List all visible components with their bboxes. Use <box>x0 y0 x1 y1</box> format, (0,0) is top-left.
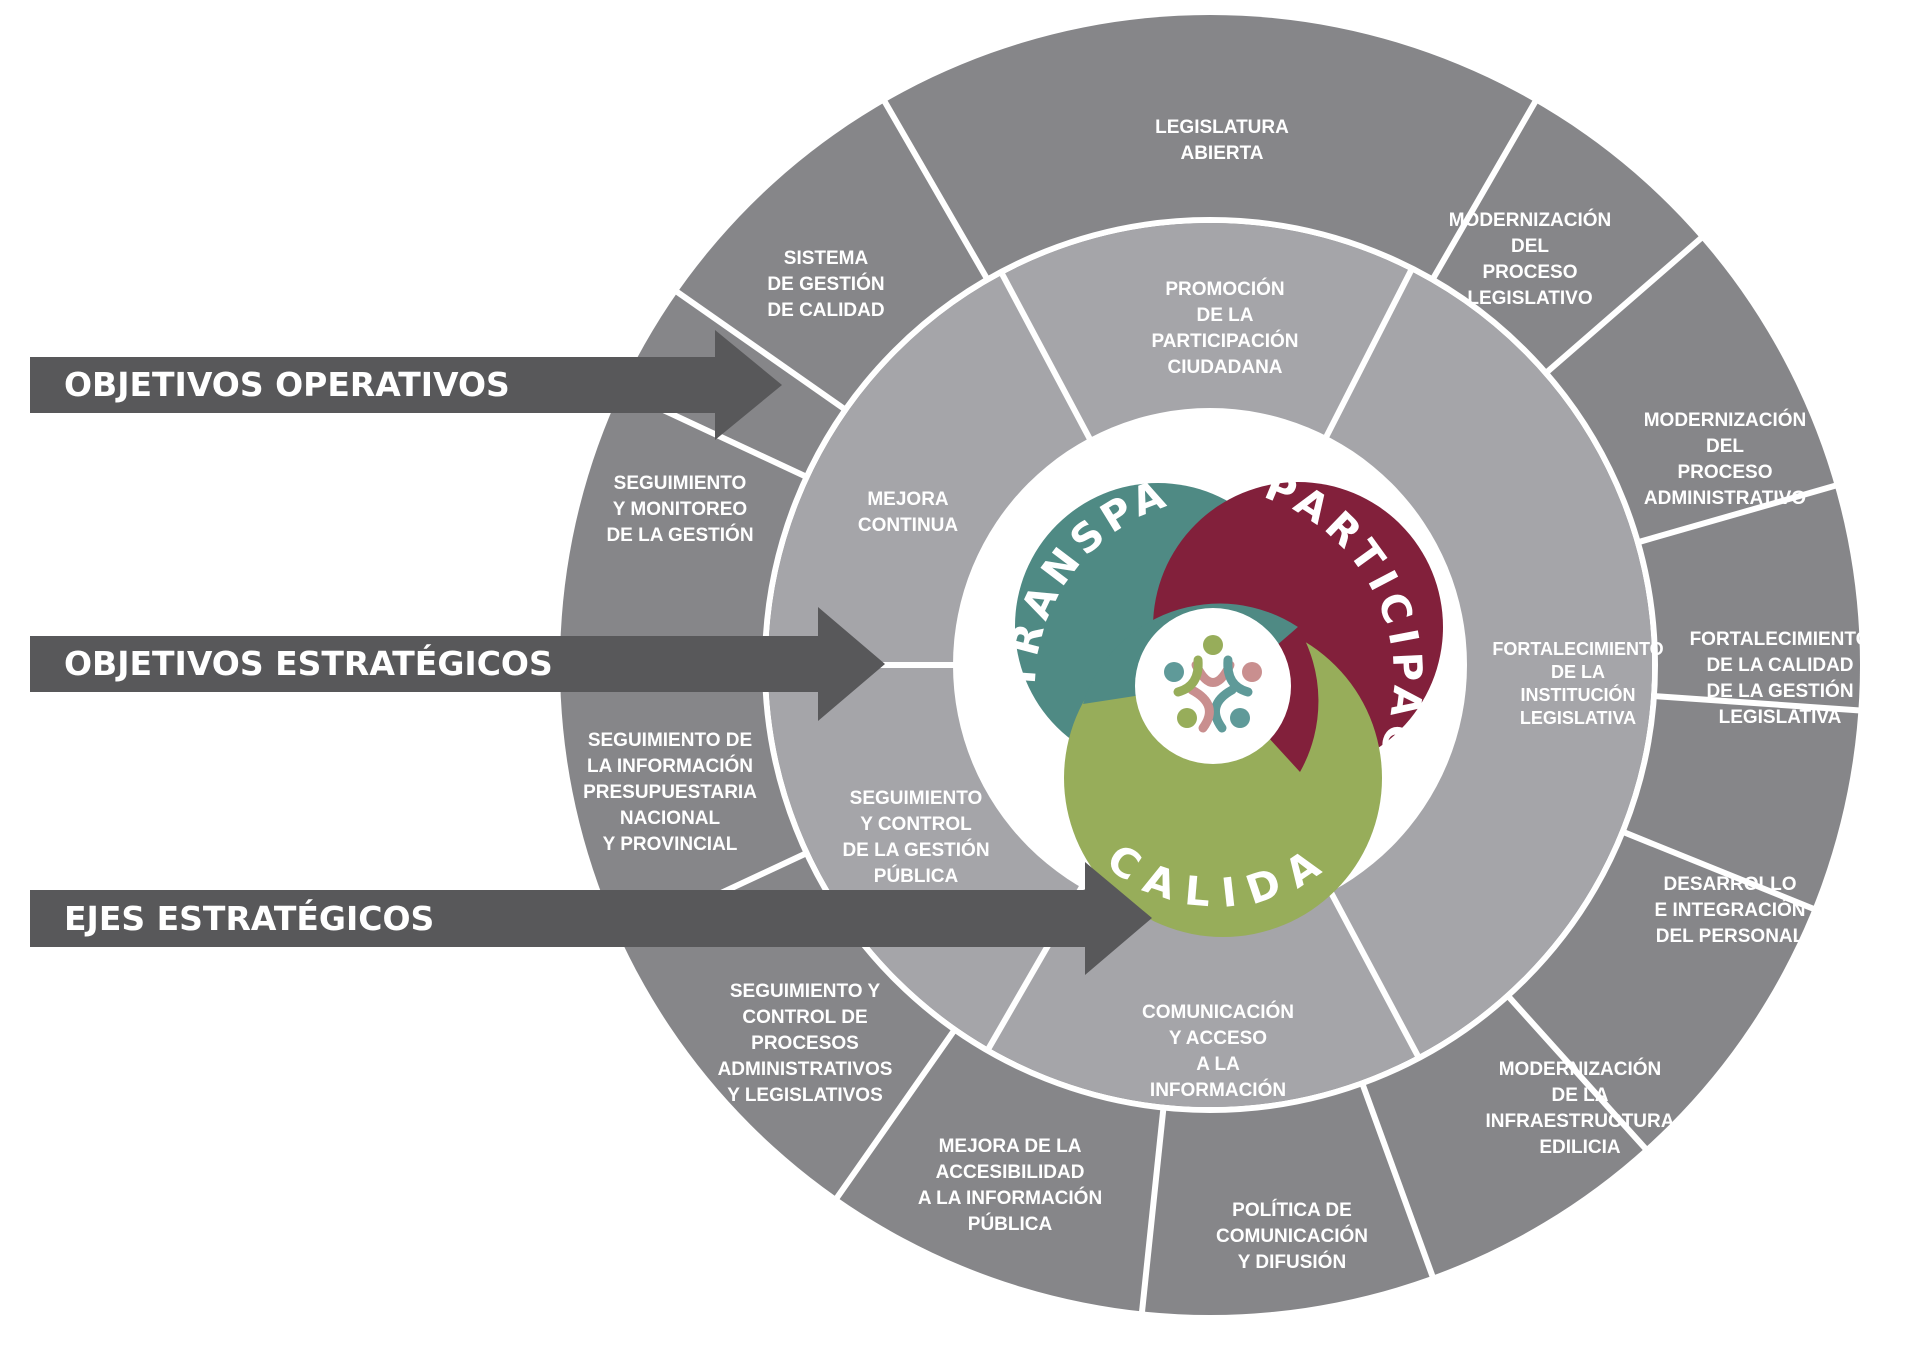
outer-ring-separator <box>1622 829 1816 913</box>
middle-ring-separator <box>1326 887 1423 1061</box>
outer-ring-separator <box>1138 1108 1167 1314</box>
arrow-objetivos-estrategicos-shape <box>30 607 885 721</box>
outer-ring-separator <box>1506 994 1649 1152</box>
outer-ring-separator <box>1544 234 1705 375</box>
arrow-objetivos-estrategicos-label: OBJETIVOS ESTRATÉGICOS <box>64 643 553 683</box>
people-logo-icon <box>1164 635 1262 733</box>
arrow-objetivos-operativos-label: OBJETIVOS OPERATIVOS <box>64 365 510 404</box>
middle-ring-separator <box>997 269 1094 443</box>
outer-ring-separator <box>1430 98 1539 281</box>
arrow-ejes-estrategicos-shape <box>30 862 1152 975</box>
middle-ring-separators <box>764 266 1423 1061</box>
arrow-objetivos-operativos: OBJETIVOS OPERATIVOS <box>30 330 782 440</box>
middle-ring-separator <box>1322 266 1416 441</box>
outer-ring-separator <box>1654 693 1861 714</box>
arrow-objetivos-operativos-shape <box>30 330 782 440</box>
legend-arrows: OBJETIVOS OPERATIVOS OBJETIVOS ESTRATÉGI… <box>30 330 1152 975</box>
arrow-ejes-estrategicos: EJES ESTRATÉGICOS <box>30 862 1152 975</box>
arrow-objetivos-estrategicos: OBJETIVOS ESTRATÉGICOS <box>30 607 885 721</box>
outer-ring-separator <box>1637 482 1838 545</box>
arrow-ejes-estrategicos-label: EJES ESTRATÉGICOS <box>64 898 434 938</box>
outer-ring-separator <box>674 288 847 412</box>
outer-ring-separator <box>881 98 990 281</box>
outer-ring-separator <box>1359 1083 1436 1279</box>
outer-ring-separator <box>833 1028 957 1201</box>
